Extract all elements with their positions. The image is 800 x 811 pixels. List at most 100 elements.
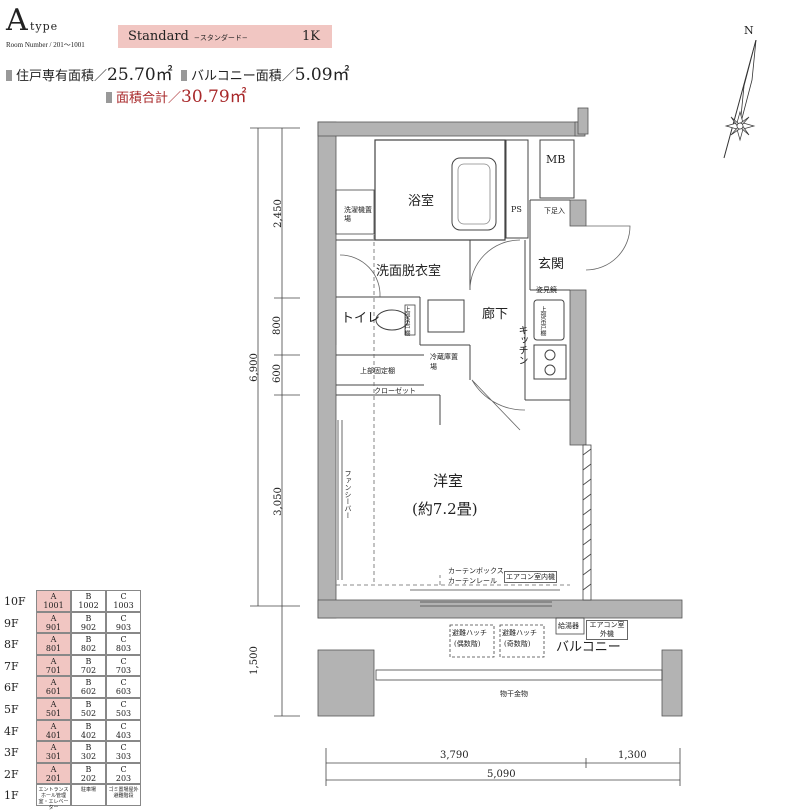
unit-number-text: 902 [80, 622, 97, 632]
entrance-door [585, 225, 631, 271]
dim-d3: 600 [272, 363, 284, 384]
room-entrance: 玄関 [538, 257, 565, 272]
ground-cell: 駐車場 [71, 784, 106, 806]
bullet-square [180, 70, 187, 81]
water-heater-label: 給湯器 [558, 622, 579, 630]
room-kitchen: キッチン [516, 325, 527, 365]
bullet-square [6, 70, 12, 81]
unit-number-text: 401 [45, 730, 62, 740]
floor-label: 6F [4, 681, 19, 695]
room-toilet: トイレ [341, 311, 381, 326]
private-area-value: 25.70㎡ [107, 65, 173, 85]
floor-label: 4F [4, 724, 19, 738]
unit-type-text: C [120, 656, 127, 666]
unit-type-text: C [120, 743, 127, 753]
unit-type-text: B [85, 635, 92, 645]
stove-icon [533, 344, 567, 380]
hatch-odd-label: 避難ハッチ [502, 629, 537, 637]
total-area-label: 面積合計／ [116, 91, 182, 106]
ac-indoor-label: エアコン室内機 [504, 571, 557, 583]
unit-number-text: 1003 [113, 601, 134, 610]
floor-label: 10F [4, 595, 26, 608]
dim-d1: 2,450 [272, 199, 284, 228]
room-number: Room Number / 201～1001 [6, 41, 85, 49]
unit-type-text: B [85, 700, 92, 709]
unit-type-text: A [50, 743, 57, 753]
upper-shelf-label-2: 上部吊戸棚 [539, 306, 546, 336]
private-area-label: 住戸専有面積／ [16, 69, 108, 84]
ps-box [505, 139, 529, 239]
compass-rose-icon [723, 40, 757, 159]
unit-number-text: 702 [80, 665, 97, 675]
wall-notch [577, 107, 589, 135]
unit-type-text: B [85, 592, 92, 601]
unit-number-text: 302 [80, 752, 97, 762]
upper-shelf-label-1: 上部吊戸棚 [403, 306, 410, 336]
toilet-icon [375, 309, 409, 331]
standard-label: Standard [128, 29, 189, 44]
unit-type-text: C [120, 592, 127, 601]
curtain-box-label: カーテンボックス [448, 567, 504, 575]
hatch-even-sub: (偶数階) [454, 640, 481, 648]
dim-bottom-2: 1,300 [618, 750, 647, 761]
sink-icon [533, 299, 565, 341]
unit-type-text: C [120, 613, 127, 623]
hatch-odd-sub: (奇数階) [504, 640, 531, 648]
fancy-bar-label: ファンシーバー [344, 470, 352, 519]
unit-number-text: 202 [80, 773, 97, 783]
hatch-even-label: 避難ハッチ [452, 629, 487, 637]
unit-type-text: B [85, 743, 92, 753]
area-row-2: 面積合計／30.79㎡ [106, 82, 247, 107]
floor-label: 8F [4, 638, 19, 652]
unit-number-text: 402 [80, 730, 97, 740]
mirror-label: 姿見鏡 [536, 286, 557, 294]
room-western-size: (約7.2畳) [412, 500, 478, 518]
floor-label: 5F [4, 703, 19, 716]
area-row-1: 住戸専有面積／25.70㎡ バルコニー面積／5.09㎡ [6, 60, 350, 85]
total-area-value: 30.79㎡ [181, 87, 247, 107]
bullet-square [106, 92, 112, 103]
unit-type-text: A [50, 656, 57, 666]
unit-type-text: B [85, 721, 92, 731]
unit-type-text: A [50, 592, 57, 601]
dim-left-total: 6,900 [248, 353, 260, 382]
unit-number-text: 501 [45, 709, 62, 718]
unit-type-text: A [50, 700, 57, 709]
compass-north-label: N [744, 24, 754, 37]
unit-type-text: A [50, 764, 57, 774]
bathtub-icon [451, 157, 497, 231]
unit-number-text: 1002 [78, 601, 99, 610]
unit-type: 1K [302, 29, 320, 44]
balcony-area-value: 5.09㎡ [294, 65, 350, 85]
unit-number-text: 203 [115, 773, 132, 783]
unit-number-text: 901 [45, 622, 62, 632]
unit-number-text: 601 [45, 687, 62, 697]
standard-band [118, 25, 332, 48]
shoe-rack-label: 下足入 [544, 207, 565, 215]
washbasin-icon [427, 299, 465, 333]
room-western: 洋室 [433, 472, 464, 490]
room-hallway: 廊下 [482, 307, 509, 322]
washer-box [335, 189, 375, 235]
dim-d2: 800 [272, 315, 284, 336]
unit-number-text: 502 [80, 709, 97, 718]
unit-number-text: 903 [115, 622, 132, 632]
dim-bottom-1: 3,790 [440, 750, 469, 761]
fridge-space-label: 冷蔵庫置場 [430, 353, 458, 371]
dim-d5: 1,500 [248, 646, 260, 675]
